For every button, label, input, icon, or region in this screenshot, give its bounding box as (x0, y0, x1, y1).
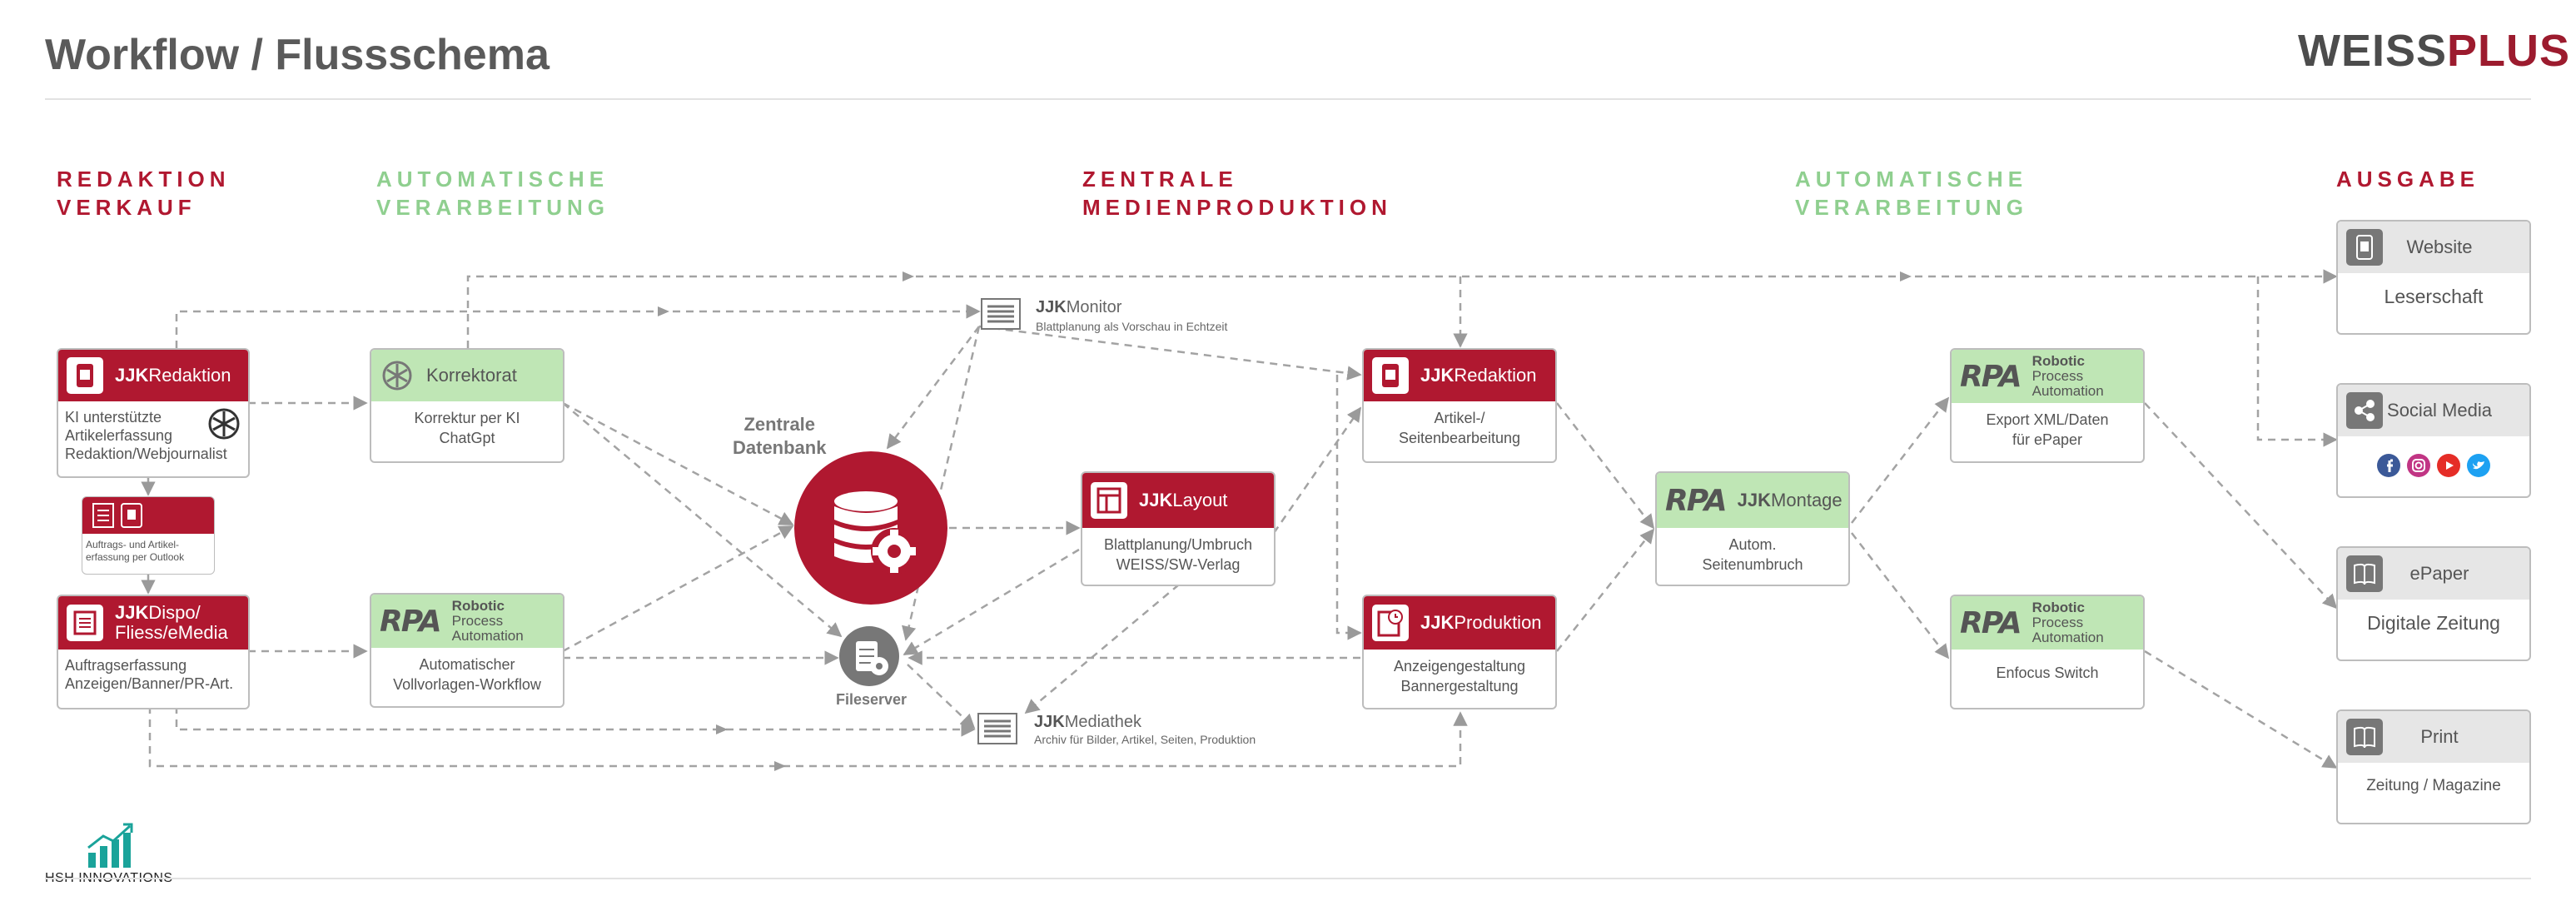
node-jjk-produktion[interactable]: JJKProduktion Anzeigengestaltung Bannerg… (1362, 595, 1557, 709)
tablet-icon (67, 357, 103, 394)
node-jjk-redaktion-mid[interactable]: JJKRedaktion Artikel-/ Seitenbearbeitung (1362, 348, 1557, 463)
footer-divider (45, 878, 2531, 879)
server-gear-icon[interactable] (839, 626, 899, 686)
newspaper-icon (2346, 719, 2383, 755)
output-body: Digitale Zeitung (2367, 612, 2500, 634)
tablet-icon (1372, 357, 1409, 394)
tablet-icon (2346, 229, 2383, 266)
output-epaper[interactable]: ePaper Digitale Zeitung (2336, 546, 2531, 661)
node-title: Korrektorat (426, 365, 517, 386)
node-title: JJKLayout (1139, 490, 1228, 510)
column-header-ausgabe: AUSGABE (2336, 167, 2480, 192)
output-title: Social Media (2387, 400, 2492, 421)
mediathek-title: JJKMediathek (1034, 713, 1141, 731)
output-social-media[interactable]: Social Media (2336, 383, 2531, 498)
share-icon (2346, 392, 2383, 429)
youtube-icon[interactable] (2436, 453, 2461, 478)
fileserver-label: Fileserver (836, 691, 908, 708)
rpa-logo: RPA (1665, 483, 1728, 518)
output-body: Leserschaft (2384, 286, 2484, 307)
list-icon (981, 298, 1021, 330)
monitor-subtitle: Blattplanung als Vorschau in Echtzeit (1036, 320, 1228, 333)
database-gear-icon[interactable] (794, 451, 947, 605)
node-jjk-dispo[interactable]: JJKDispo/Fliess/eMedia Auftragserfassung… (57, 595, 250, 709)
mediathek-subtitle: Archiv für Bilder, Artikel, Seiten, Prod… (1034, 733, 1256, 746)
brand-part1: WEISS (2298, 26, 2448, 76)
header-divider (45, 98, 2531, 100)
chatgpt-icon (382, 361, 412, 391)
node-title: JJKRedaktion (115, 365, 231, 386)
list-icon (977, 713, 1017, 744)
node-korrektorat[interactable]: Korrektorat Korrektur per KI ChatGpt (370, 348, 564, 463)
rpa-logo: RPA (1960, 359, 2022, 394)
tablet-icon (121, 503, 142, 528)
output-title: Print (2420, 726, 2459, 747)
growth-chart-icon (87, 823, 135, 874)
page-layout-icon (1091, 482, 1127, 519)
node-jjk-montage[interactable]: RPA JJKMontage Autom. Seitenumbruch (1655, 471, 1850, 586)
output-title: Website (2406, 236, 2473, 257)
node-title: JJKRedaktion (1420, 365, 1537, 386)
node-jjk-layout[interactable]: JJKLayout Blattplanung/Umbruch WEISS/SW-… (1081, 471, 1276, 586)
layout-list-icon (67, 605, 103, 641)
newspaper-icon (2346, 555, 2383, 592)
document-icon (92, 503, 114, 528)
facebook-icon[interactable] (2376, 453, 2401, 478)
node-title: JJKProduktion (1420, 612, 1542, 633)
brand-part2: PLUS (2447, 26, 2571, 76)
instagram-icon[interactable] (2406, 453, 2431, 478)
output-website[interactable]: Website Leserschaft (2336, 220, 2531, 335)
rpa-logo: RPA (1960, 605, 2022, 640)
output-title: ePaper (2409, 563, 2469, 584)
twitter-icon[interactable] (2466, 453, 2491, 478)
output-print[interactable]: Print Zeitung / Magazine (2336, 709, 2531, 824)
brand-logo: WEISSPLUS (2298, 25, 2570, 77)
node-jjk-redaktion-left[interactable]: JJKRedaktion KI unterstützte Artikelerfa… (57, 348, 250, 478)
node-title: JJKMontage (1737, 490, 1842, 510)
output-body: Zeitung / Magazine (2366, 777, 2501, 794)
page-clock-icon (1372, 605, 1409, 641)
chatgpt-icon (208, 408, 240, 440)
monitor-title: JJKMonitor (1036, 298, 1122, 316)
rpa-logo: RPA (380, 604, 442, 639)
node-outlook[interactable]: Auftrags- und Artikel- erfassung per Out… (82, 496, 215, 575)
page-title: Workflow / Flussschema (45, 31, 550, 79)
node-title: JJKDispo/Fliess/eMedia (115, 602, 228, 643)
